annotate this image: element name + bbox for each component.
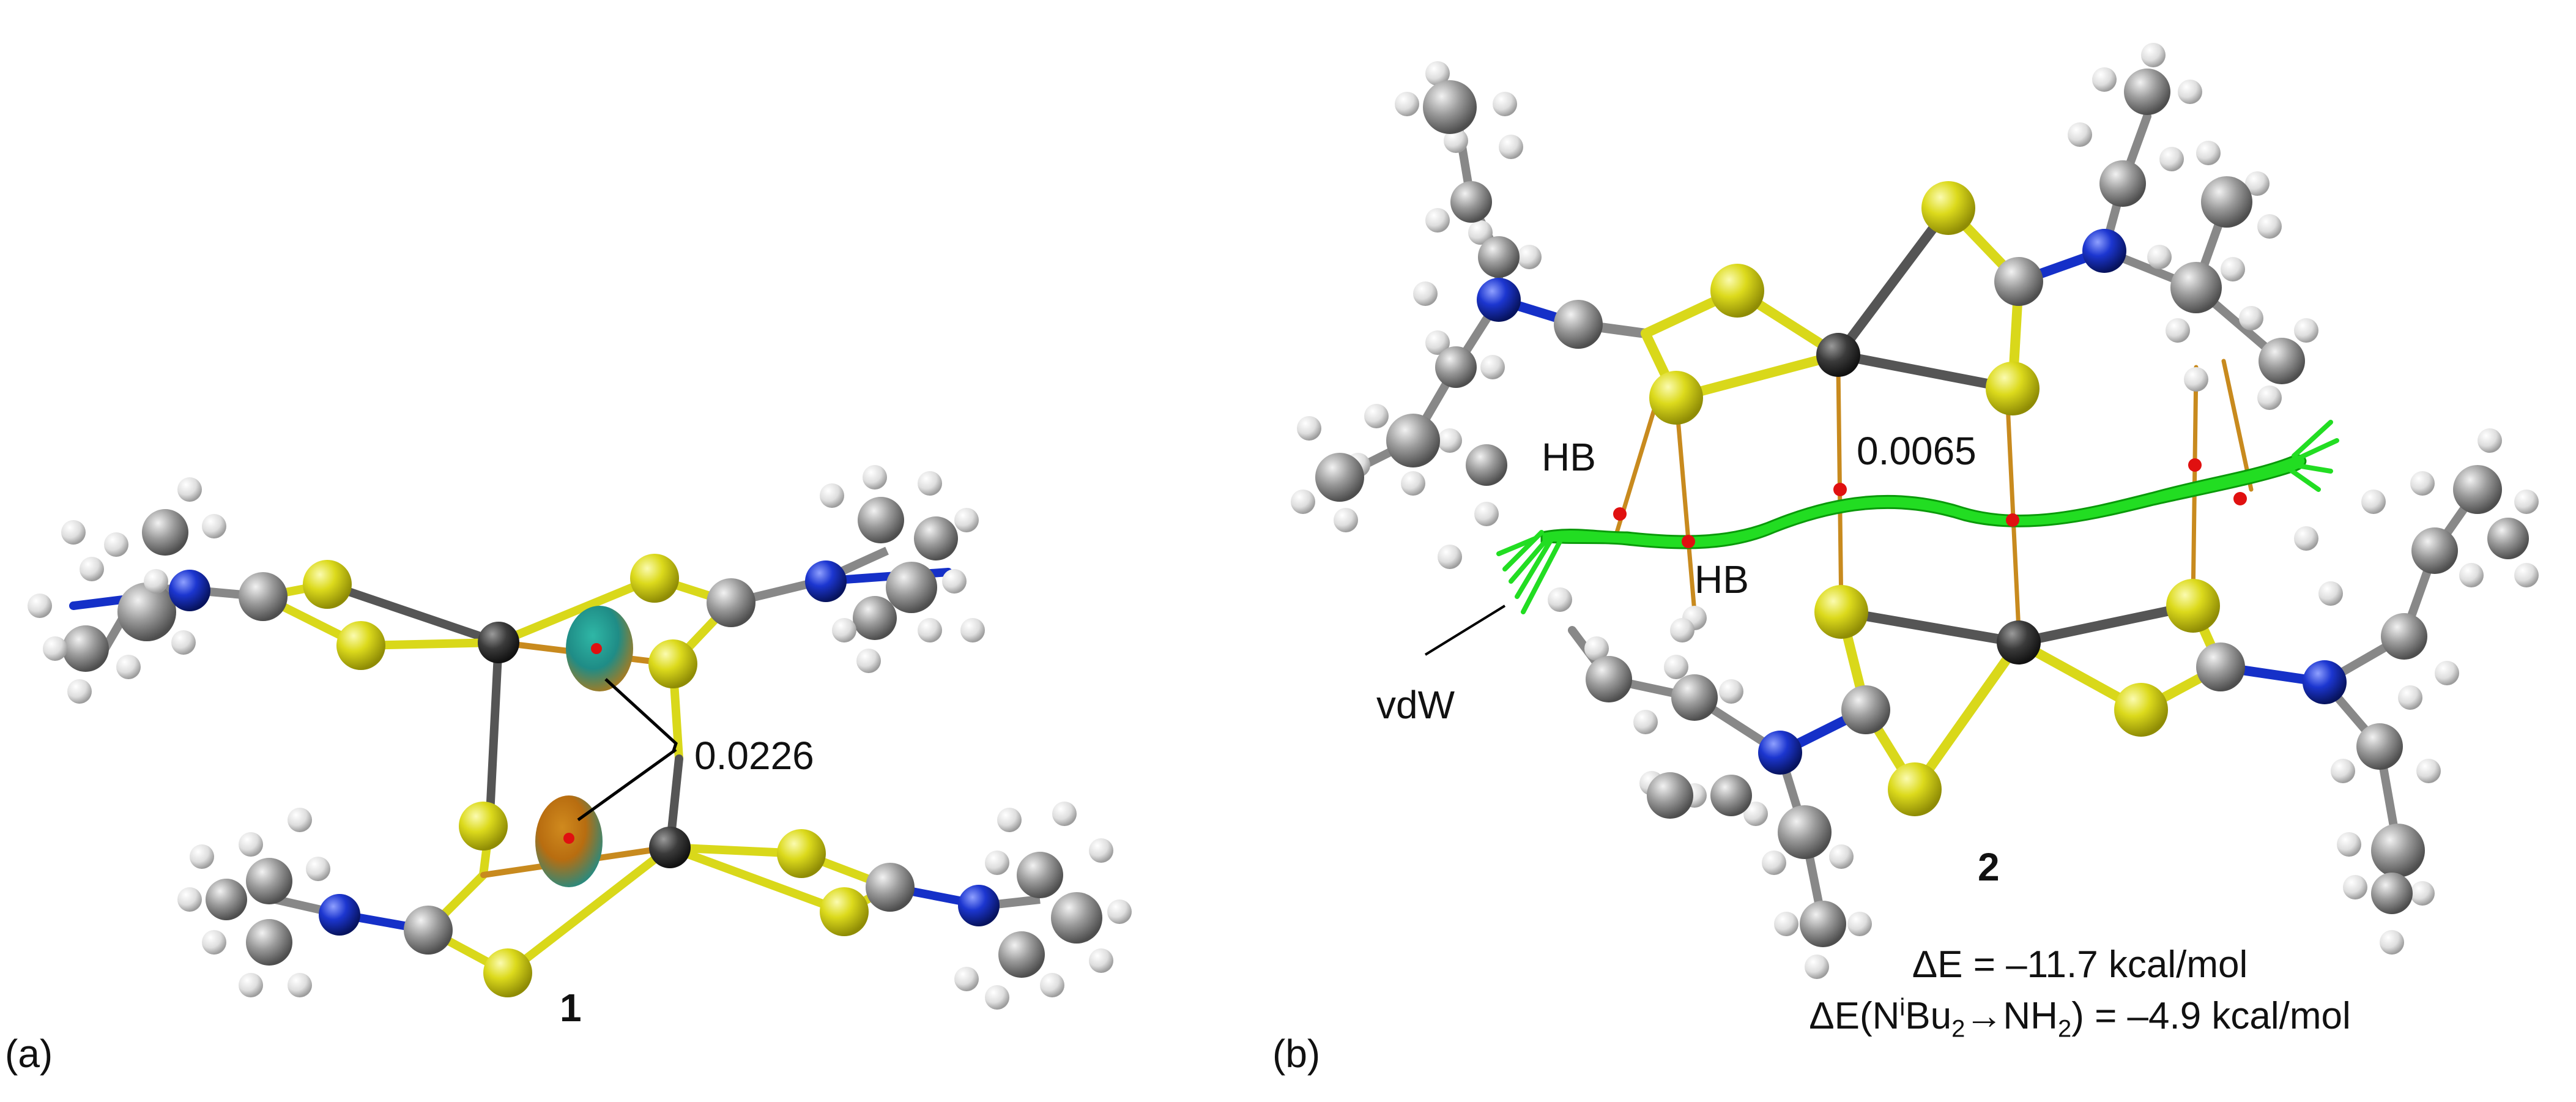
hb-label-top: HB [1542,435,1596,479]
nci-surface [1496,420,2339,614]
carbons-2 [1315,69,2529,947]
alkyl-cluster-left-bottom [177,808,360,997]
panel-label-a: (a) [5,1032,53,1076]
hb-label-mid: HB [1694,557,1749,601]
density-value-label-b: 0.0065 [1857,429,1977,473]
core-atoms-1 [239,554,915,997]
energy-line-2: ΔE(NiBu2→NH2) = –4.9 kcal/mol [1809,994,2351,1043]
panel-b: (b) HB HB 0.0065 vdW 2 ΔE = –11.7 kcal/m… [1254,0,2576,1102]
panel-a: (a) 1 0.0226 [0,0,1254,1102]
hydrogens-2 [1291,43,2539,979]
bond-paths-2 [1613,359,2254,633]
molecule-2-drawing [1291,43,2539,979]
energy-annotation: ΔE = –11.7 kcal/mol ΔE(NiBu2→NH2) = –4.9… [1774,939,2386,1045]
vdw-leader-line [1424,605,1506,656]
bonds-upper [69,568,952,879]
isosurfaces-1 [535,606,633,887]
panel-label-b: (b) [1272,1032,1321,1076]
value-leader-lines [577,678,678,822]
vdw-label: vdW [1376,683,1455,727]
compound-label-1: 1 [560,986,582,1030]
alkyl-cluster-left-top [28,477,226,704]
density-value-label-a: 0.0226 [694,734,814,778]
critical-points-2 [1613,458,2247,548]
energy-line-1: ΔE = –11.7 kcal/mol [1912,944,2248,986]
alkyl-cluster-right-bottom [954,802,1132,1010]
alkyl-cluster-right-top [805,465,985,673]
compound-label-2: 2 [1978,845,2000,889]
molecule-1-drawing [28,465,1132,1010]
heteroatoms-2 [1477,181,2347,816]
